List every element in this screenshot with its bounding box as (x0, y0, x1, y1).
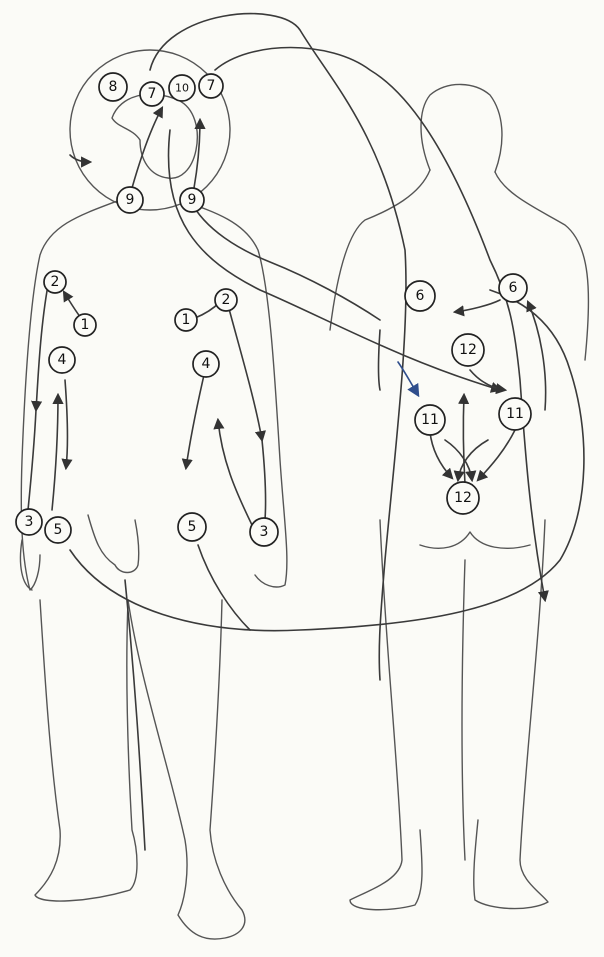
front-left-leg (35, 600, 137, 901)
path-back-11-right-down (478, 430, 515, 480)
node-9-neck-left: 9 (117, 187, 143, 213)
front-figure-outline (20, 50, 286, 939)
node-7-head-right: 7 (199, 74, 223, 98)
svg-text:3: 3 (25, 514, 34, 530)
svg-text:1: 1 (182, 312, 191, 328)
path-head-left-arrow (70, 155, 90, 162)
svg-text:1: 1 (81, 317, 90, 333)
svg-text:5: 5 (54, 522, 63, 538)
node-4-front-right: 4 (193, 351, 219, 377)
node-11-back-left: 11 (415, 405, 445, 435)
svg-text:5: 5 (188, 519, 197, 535)
node-9-neck-right: 9 (180, 188, 204, 212)
node-12-back-upper: 12 (452, 334, 484, 366)
node-8-head: 8 (99, 73, 127, 101)
node-6-back-left: 6 (405, 281, 435, 311)
svg-text:6: 6 (416, 288, 425, 304)
svg-text:11: 11 (421, 412, 439, 428)
svg-text:12: 12 (459, 342, 477, 358)
path-right-arm-up (218, 420, 252, 525)
front-left-hand (20, 540, 32, 590)
svg-text:9: 9 (126, 192, 135, 208)
node-5-front-right: 5 (178, 513, 206, 541)
node-3-front-right: 3 (250, 518, 278, 546)
node-4-front-left: 4 (49, 347, 75, 373)
path-back-12-to-11-right (470, 370, 505, 390)
path-right-inner-down (186, 375, 204, 468)
path-left-arm-outer (28, 410, 36, 510)
path-9-left-up (132, 108, 162, 188)
path-right-arm-lower (262, 440, 266, 520)
svg-text:6: 6 (509, 280, 518, 296)
node-3-front-left: 3 (16, 509, 42, 535)
front-groin (88, 515, 139, 573)
node-10-head: 10 (169, 75, 195, 101)
path-back-6-left-to-right (455, 300, 500, 312)
path-right-leg-meridian (198, 545, 250, 630)
front-face-hair (112, 94, 197, 178)
node-2-front-left: 2 (44, 271, 66, 293)
meridian-paths (28, 14, 584, 850)
node-1-front-left: 1 (74, 314, 96, 336)
svg-text:10: 10 (175, 82, 189, 95)
svg-text:9: 9 (188, 192, 197, 208)
svg-text:8: 8 (109, 79, 118, 95)
back-right-leg (474, 520, 548, 909)
back-left-leg (350, 520, 422, 910)
node-1-front-right: 1 (175, 309, 197, 331)
node-2-front-right: 2 (215, 289, 237, 311)
path-left-arm-up (52, 395, 58, 510)
svg-text:7: 7 (207, 78, 216, 94)
node-11-back-right: 11 (499, 398, 531, 430)
node-6-back-right: 6 (499, 274, 527, 302)
front-right-leg (128, 600, 245, 939)
svg-text:2: 2 (51, 274, 60, 290)
back-buttocks (420, 532, 530, 548)
svg-text:2: 2 (222, 292, 231, 308)
back-torso-right (495, 172, 588, 360)
svg-text:4: 4 (58, 352, 67, 368)
path-lower-loop (70, 290, 584, 631)
path-head-to-back-loop (150, 14, 406, 680)
svg-text:7: 7 (148, 86, 157, 102)
path-back-6-right-down (528, 302, 546, 410)
node-12-back-lower: 12 (447, 482, 479, 514)
front-head-circle (70, 50, 230, 210)
path-back-12-up (463, 395, 465, 484)
path-back-11-left-down (430, 432, 452, 478)
svg-text:3: 3 (260, 524, 269, 540)
node-7-head-left: 7 (140, 82, 164, 106)
path-left-arm-down (36, 285, 48, 410)
back-center-line (462, 560, 465, 860)
svg-text:11: 11 (506, 406, 524, 422)
path-back-left-vertical (379, 330, 381, 390)
svg-text:4: 4 (202, 356, 211, 372)
svg-text:12: 12 (454, 490, 472, 506)
node-5-front-left: 5 (45, 517, 71, 543)
back-head (421, 84, 502, 172)
node-layer: 1 2 3 4 5 1 2 3 4 5 6 6 7 7 8 9 9 10 11 … (16, 73, 531, 546)
path-left-inner-down (65, 380, 67, 468)
path-right-arm-down (228, 305, 262, 440)
